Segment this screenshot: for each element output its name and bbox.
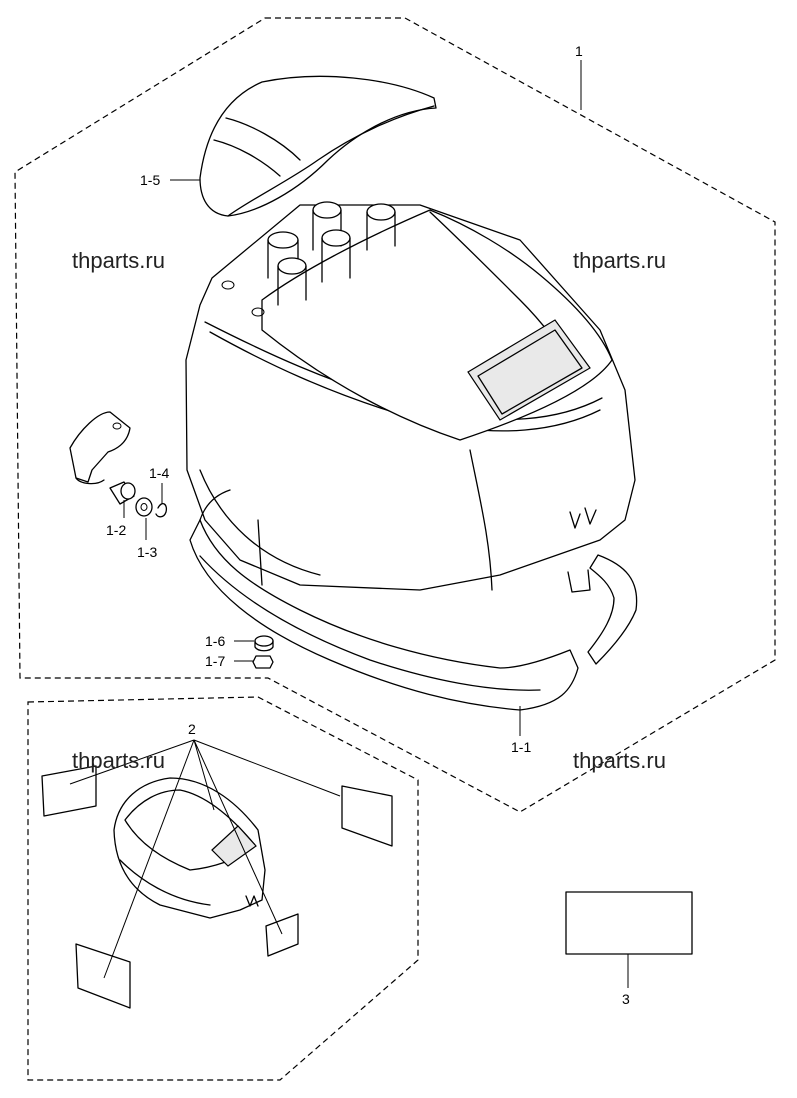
decal-right-upper — [341, 785, 393, 847]
part-1-1-seal — [189, 489, 638, 711]
callout-1: 1 — [575, 43, 583, 59]
callout-1-6: 1-6 — [205, 633, 225, 649]
callout-2: 2 — [188, 721, 196, 737]
part-3-decal — [565, 891, 693, 955]
decal-left-lower — [75, 943, 131, 1009]
assembly-1-boundary — [14, 17, 776, 813]
watermark-text: thparts.ru — [573, 248, 666, 273]
leader-lines — [69, 60, 629, 988]
bracket-assembly — [69, 411, 131, 485]
callout-3: 3 — [622, 991, 630, 1007]
decal-left-upper — [41, 765, 97, 817]
part-1-5-lid — [199, 75, 437, 217]
callout-1-1: 1-1 — [511, 739, 531, 755]
callout-1-3: 1-3 — [137, 544, 157, 560]
callout-1-2: 1-2 — [106, 522, 126, 538]
decal-set-cowling-illustration — [113, 777, 266, 919]
decal-set-boundary — [27, 696, 419, 1081]
part-1-4-clip — [155, 503, 168, 518]
watermark-text: thparts.ru — [72, 748, 165, 773]
callout-1-7: 1-7 — [205, 653, 225, 669]
watermark-text: thparts.ru — [573, 748, 666, 773]
part-1-6-grommet — [254, 635, 274, 652]
part-1-2-collar — [109, 481, 136, 505]
part-1-3-washer — [135, 497, 153, 517]
part-1-top-cowling — [185, 201, 636, 591]
callout-1-5: 1-5 — [140, 172, 160, 188]
decal-right-lower — [265, 913, 299, 957]
part-1-7-nut — [252, 655, 274, 669]
callout-1-4: 1-4 — [149, 465, 169, 481]
watermark-text: thparts.ru — [72, 248, 165, 273]
